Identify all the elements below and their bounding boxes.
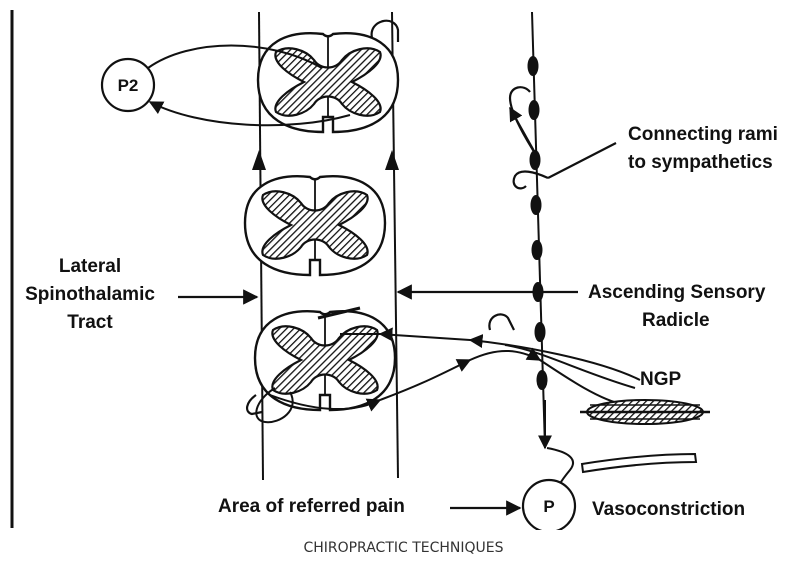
caption: CHIROPRACTIC TECHNIQUES: [0, 540, 807, 556]
lower-left-curl-icon: [247, 395, 262, 414]
ascending-label-line2: Radicle: [642, 310, 710, 331]
blood-vessel: [582, 454, 696, 472]
lateral-label-line3: Tract: [67, 312, 113, 333]
connecting-rami-pointer: [548, 143, 616, 178]
ascending-arrow-left: [252, 150, 266, 170]
rami-loop: [510, 87, 548, 188]
middle-curl-arrow-icon: [489, 314, 514, 330]
area-referred-pain-label: Area of referred pain: [218, 496, 405, 517]
p2-label: P2: [118, 76, 139, 95]
referred-pain-diagram: P2 Connecting rami to sympathetics Later…: [0, 0, 807, 530]
spinal-cord-section-lower: [255, 311, 395, 410]
spinal-cord-section-middle: [245, 176, 385, 275]
ascending-label-line1: Ascending Sensory: [588, 282, 766, 303]
ngp-muscle-bundle: [580, 400, 710, 424]
ngp-label: NGP: [640, 369, 682, 390]
p-label: P: [543, 497, 554, 516]
spinal-cord-section-upper: [258, 33, 398, 132]
connecting-rami-label-line1: Connecting rami: [628, 124, 778, 145]
lateral-label-line2: Spinothalamic: [25, 284, 155, 305]
sensory-input-path-2: [505, 345, 635, 388]
lateral-label-line1: Lateral: [59, 256, 121, 277]
ascending-arrow-right: [385, 150, 399, 170]
vasoconstriction-label: Vasoconstriction: [592, 499, 745, 520]
connecting-rami-label-line2: to sympathetics: [628, 152, 773, 173]
